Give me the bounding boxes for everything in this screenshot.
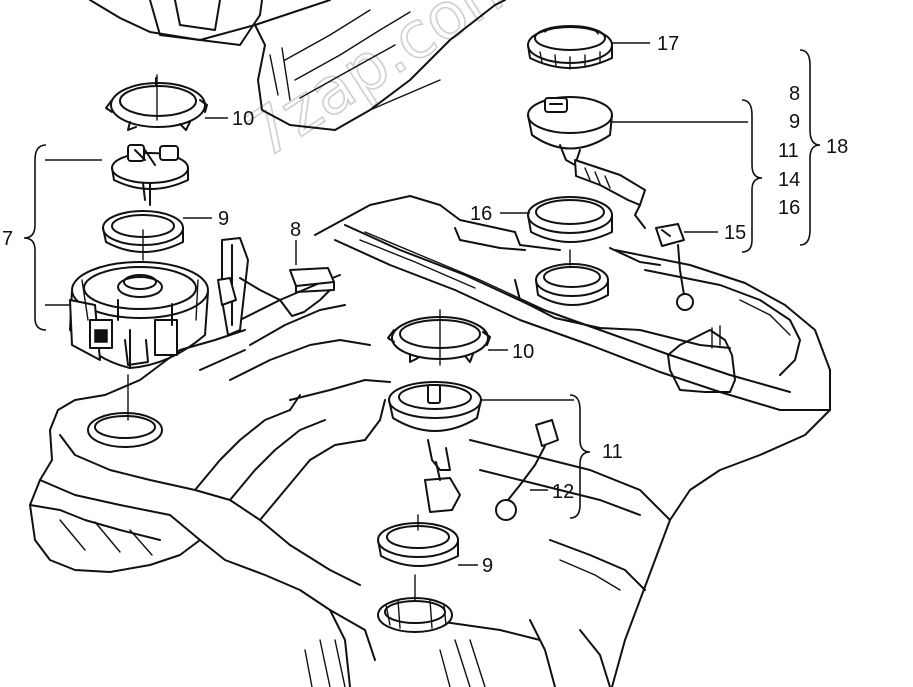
callout-7: 7 — [2, 228, 13, 250]
callout-17: 17 — [657, 33, 679, 55]
seal-9-left — [102, 210, 184, 261]
callout-11: 11 — [602, 441, 623, 463]
flange-center — [388, 381, 482, 513]
seal-9-center — [377, 514, 459, 567]
sender-left — [217, 237, 249, 336]
brace-7 — [23, 144, 47, 331]
tank-opening-right — [535, 249, 609, 306]
callout-15: 15 — [724, 222, 746, 244]
seal-16 — [527, 196, 613, 243]
brace-18 — [799, 49, 821, 246]
callout-10-center: 10 — [512, 341, 534, 363]
sender-12 — [495, 419, 559, 521]
callout-16: 16 — [470, 203, 492, 225]
float-8 — [239, 267, 335, 317]
callout-18-list-14: 14 — [778, 169, 800, 191]
brace-11-top — [741, 99, 763, 253]
callout-18-list-9: 9 — [789, 111, 800, 133]
leader-lines — [45, 42, 748, 566]
callout-18-list-16: 16 — [778, 197, 800, 219]
pump-module-left — [69, 261, 209, 369]
tank-opening-center — [377, 574, 453, 633]
callout-9-center: 9 — [482, 555, 493, 577]
callout-12: 12 — [552, 481, 574, 503]
lock-ring-17 — [527, 25, 613, 70]
callout-9-left: 9 — [218, 208, 229, 230]
callout-8: 8 — [290, 219, 301, 241]
sender-15 — [655, 223, 694, 311]
fuel-tank — [29, 0, 831, 687]
watermark: 7zap.com — [233, 0, 534, 173]
flange-right-top — [527, 96, 646, 229]
lock-ring-10-center — [387, 309, 491, 366]
tank-opening-left — [87, 374, 163, 448]
callout-18: 18 — [826, 136, 848, 158]
brace-11-center — [569, 394, 591, 519]
callout-10-left: 10 — [232, 108, 254, 130]
callout-18-list-11: 11 — [778, 140, 799, 162]
flange-left — [111, 144, 189, 206]
lock-ring-10-left — [105, 74, 208, 131]
callout-18-list-8: 8 — [789, 83, 800, 105]
